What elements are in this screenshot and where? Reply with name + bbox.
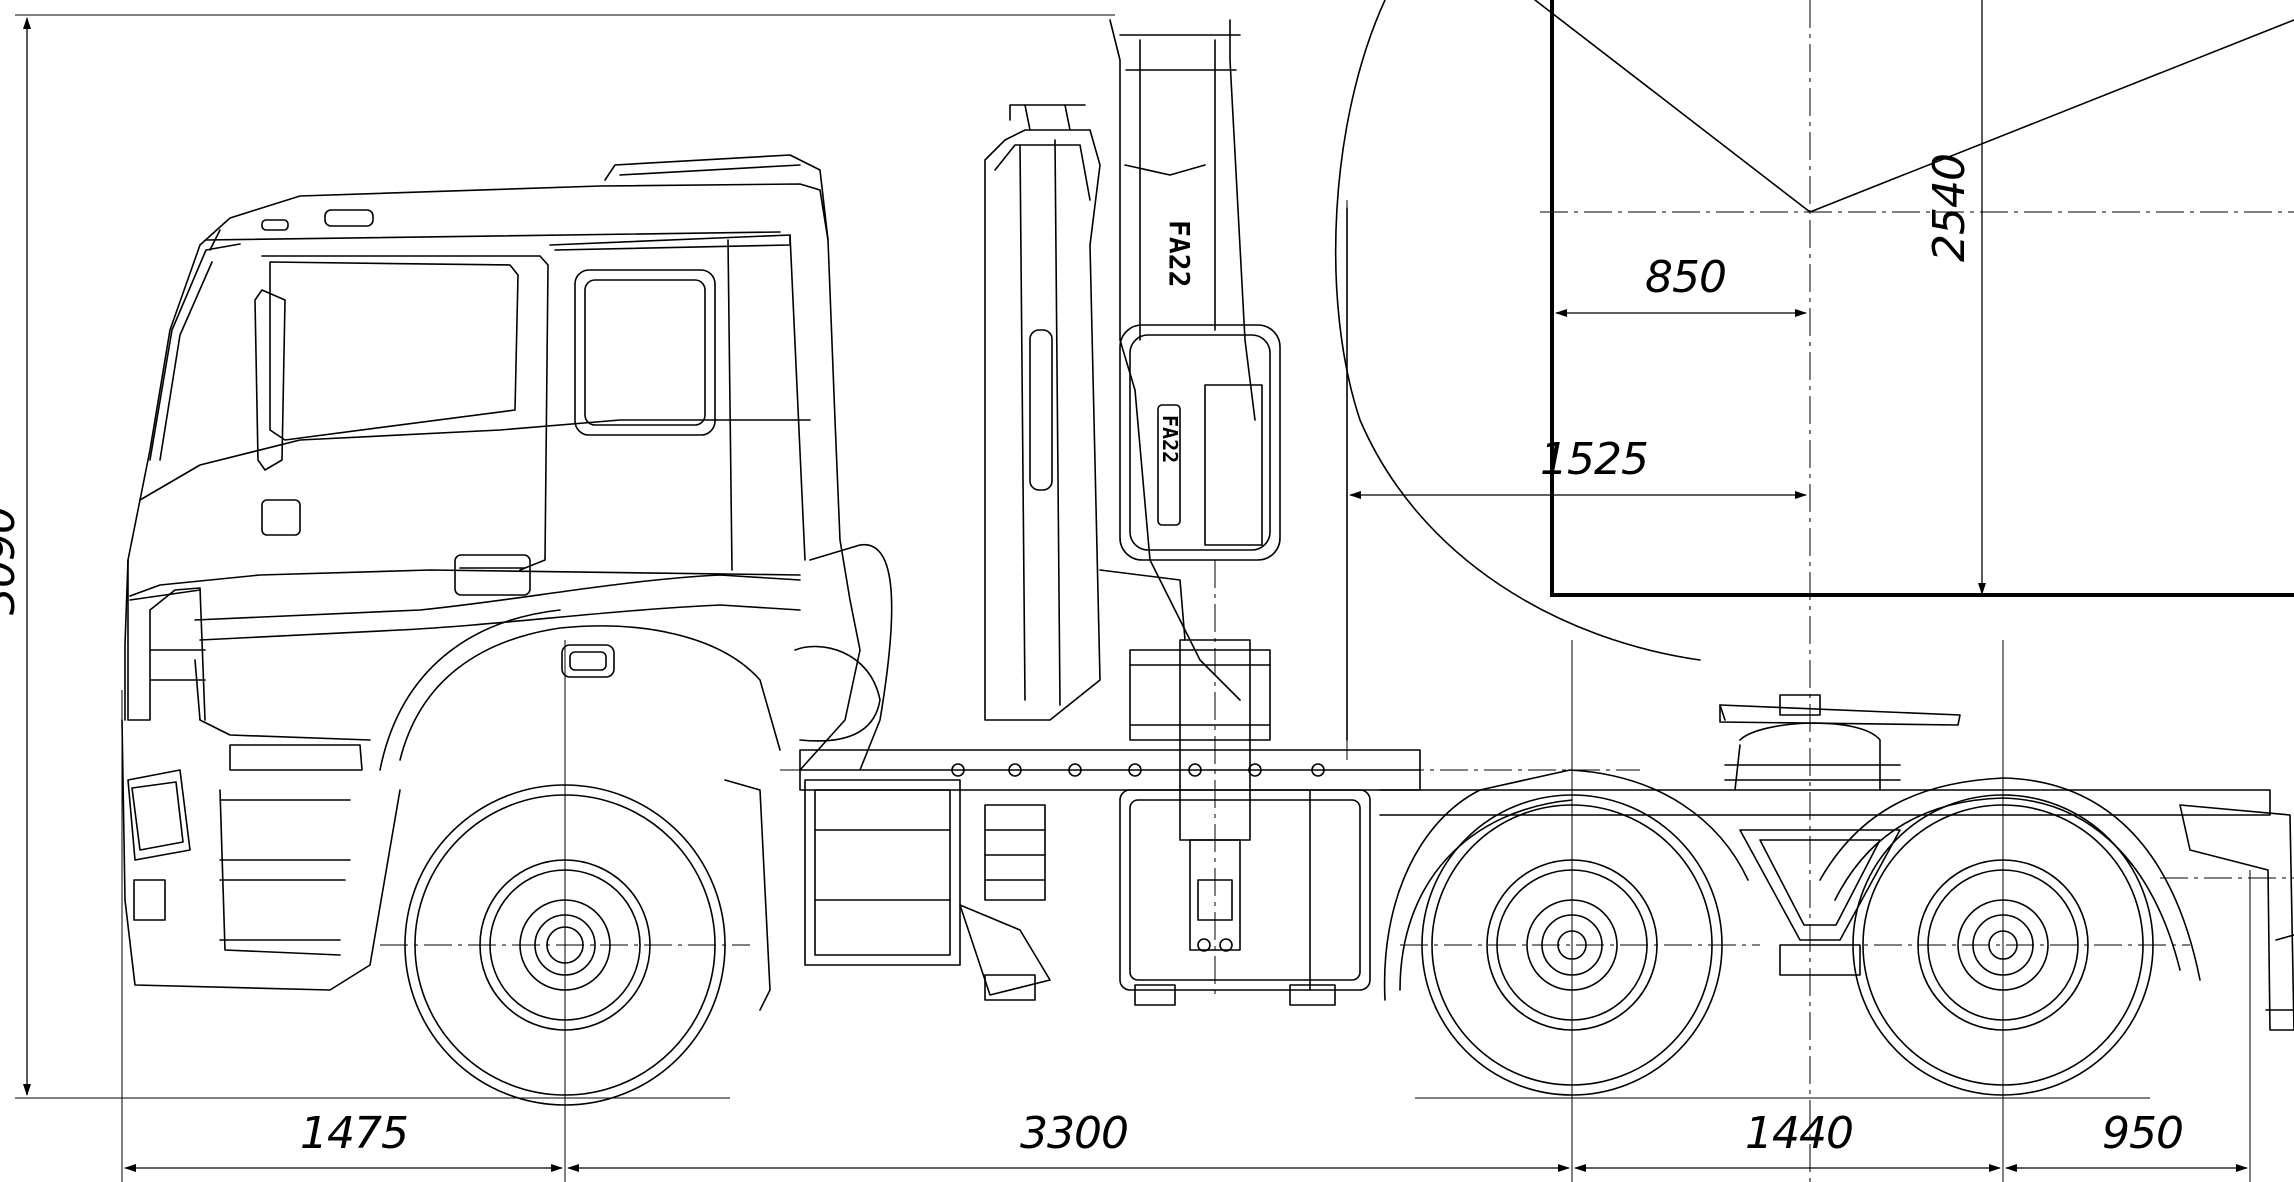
dim-tandem-spacing: 1440 [1745, 1108, 1853, 1159]
dim-crane-reach-850: 850 [1645, 252, 1726, 303]
dim-wheelbase: 3300 [1020, 1108, 1128, 1159]
dimension-lines [15, 14, 2251, 1182]
rear-wheel-2 [1819, 777, 2201, 1096]
side-equipment [724, 779, 1371, 1011]
rear-wheel-1 [1383, 769, 1760, 1096]
dim-overall-height: 3090 [0, 507, 25, 615]
dim-load-height: 2540 [1924, 154, 1975, 262]
crane-brand-label-2: FA22 [1158, 415, 1182, 463]
dim-crane-reach-1525: 1525 [1540, 434, 1648, 485]
front-wheel [380, 760, 750, 1130]
crane: FA22 FA22 [984, 19, 1281, 1000]
dim-rear-overhang: 950 [2102, 1108, 2183, 1159]
cab [121, 154, 893, 991]
crane-load-diagram [1334, 0, 2294, 1182]
chassis-frame [780, 749, 2294, 1031]
fifth-wheel [1719, 694, 1961, 976]
dim-front-overhang: 1475 [300, 1108, 408, 1159]
crane-brand-label: FA22 [1163, 220, 1196, 287]
